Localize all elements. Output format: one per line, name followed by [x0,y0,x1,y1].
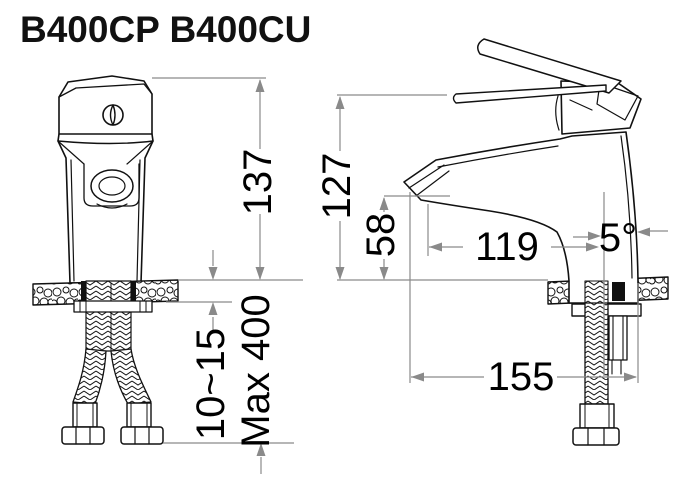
mounting-nut [73,300,153,313]
shank-right-edge [131,281,136,302]
handle-blade [452,84,607,104]
dim-label-height-side: 127 [315,153,359,220]
dim-label-hose-length: Max 400 [234,294,278,447]
dimension-labels-side: 127 58 119 5° 155 [315,153,637,399]
stud-pair [608,315,628,361]
hose-left [72,348,107,405]
dim-label-height-front: 137 [236,149,280,216]
handle-screw [102,104,124,126]
hex-nut-right [120,426,164,445]
dim-label-tilt-angle: 5° [599,216,637,260]
aerator [408,164,450,197]
dimensions-front [152,77,303,474]
dimensions-side [335,94,668,383]
mounting-stud [612,282,625,301]
hex-nut-side [572,427,620,446]
dim-label-spout-height: 58 [359,213,403,258]
dim-label-spout-reach: 119 [475,225,539,269]
page-title: B400CP B400CU [20,9,311,50]
spout-outlet [90,169,134,203]
dim-label-depth: 155 [488,355,555,399]
hose-right [110,348,152,405]
faucet-side-body [403,131,639,304]
hose-coupling-side [579,403,615,429]
hex-nut-left [61,426,105,445]
dim-label-deck-thickness: 10~15 [189,328,233,440]
hose-bundle [85,280,132,352]
front-view [32,75,179,445]
faucet-front-body [57,75,154,284]
dimension-labels-front: 137 10~15 Max 400 [189,149,280,448]
shank-left-edge [81,281,86,302]
